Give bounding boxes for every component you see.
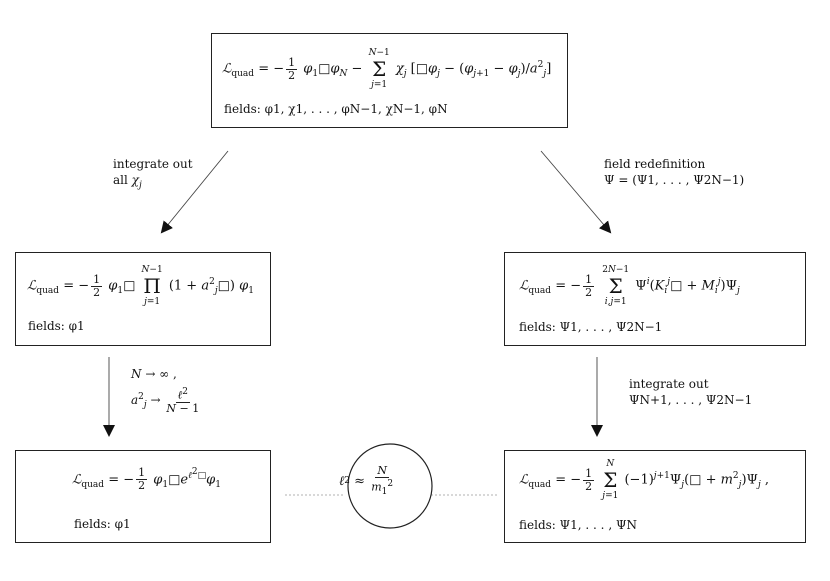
right-mid-fields: fields: Ψ1, . . . , Ψ2N−1 — [519, 320, 663, 334]
arrow-top-left-line2: all χj — [113, 173, 142, 191]
arrow-mid-left-line1: N → ∞ , — [131, 367, 177, 381]
relation-circle — [347, 443, 433, 529]
arrow-mid-right-line1: integrate out — [629, 377, 709, 391]
arrow-mid-right-label: integrate out ΨN+1, . . . , Ψ2N−1 — [629, 376, 752, 408]
arrow-top-left-label: integrate out all χj — [113, 156, 193, 193]
arrow-top-left-line1: integrate out — [113, 157, 193, 171]
arrow-top-left — [160, 150, 229, 234]
right-bottom-fields: fields: Ψ1, . . . , ΨN — [519, 518, 637, 532]
top-fields: fields: φ1, χ1, . . . , φN−1, χN−1, φN — [224, 102, 448, 116]
arrow-mid-right-line2: ΨN+1, . . . , Ψ2N−1 — [629, 393, 753, 407]
left-mid-fields: fields: φ1 — [28, 319, 85, 333]
arrow-top-right-label: field redefinition Ψ = (Ψ1, . . . , Ψ2N−… — [604, 156, 744, 188]
left-bottom-fields: fields: φ1 — [74, 517, 131, 531]
arrow-top-right — [540, 150, 612, 234]
arrow-top-right-line2: Ψ = (Ψ1, . . . , Ψ2N−1) — [604, 173, 745, 187]
arrow-top-right-line1: field redefinition — [604, 157, 706, 171]
